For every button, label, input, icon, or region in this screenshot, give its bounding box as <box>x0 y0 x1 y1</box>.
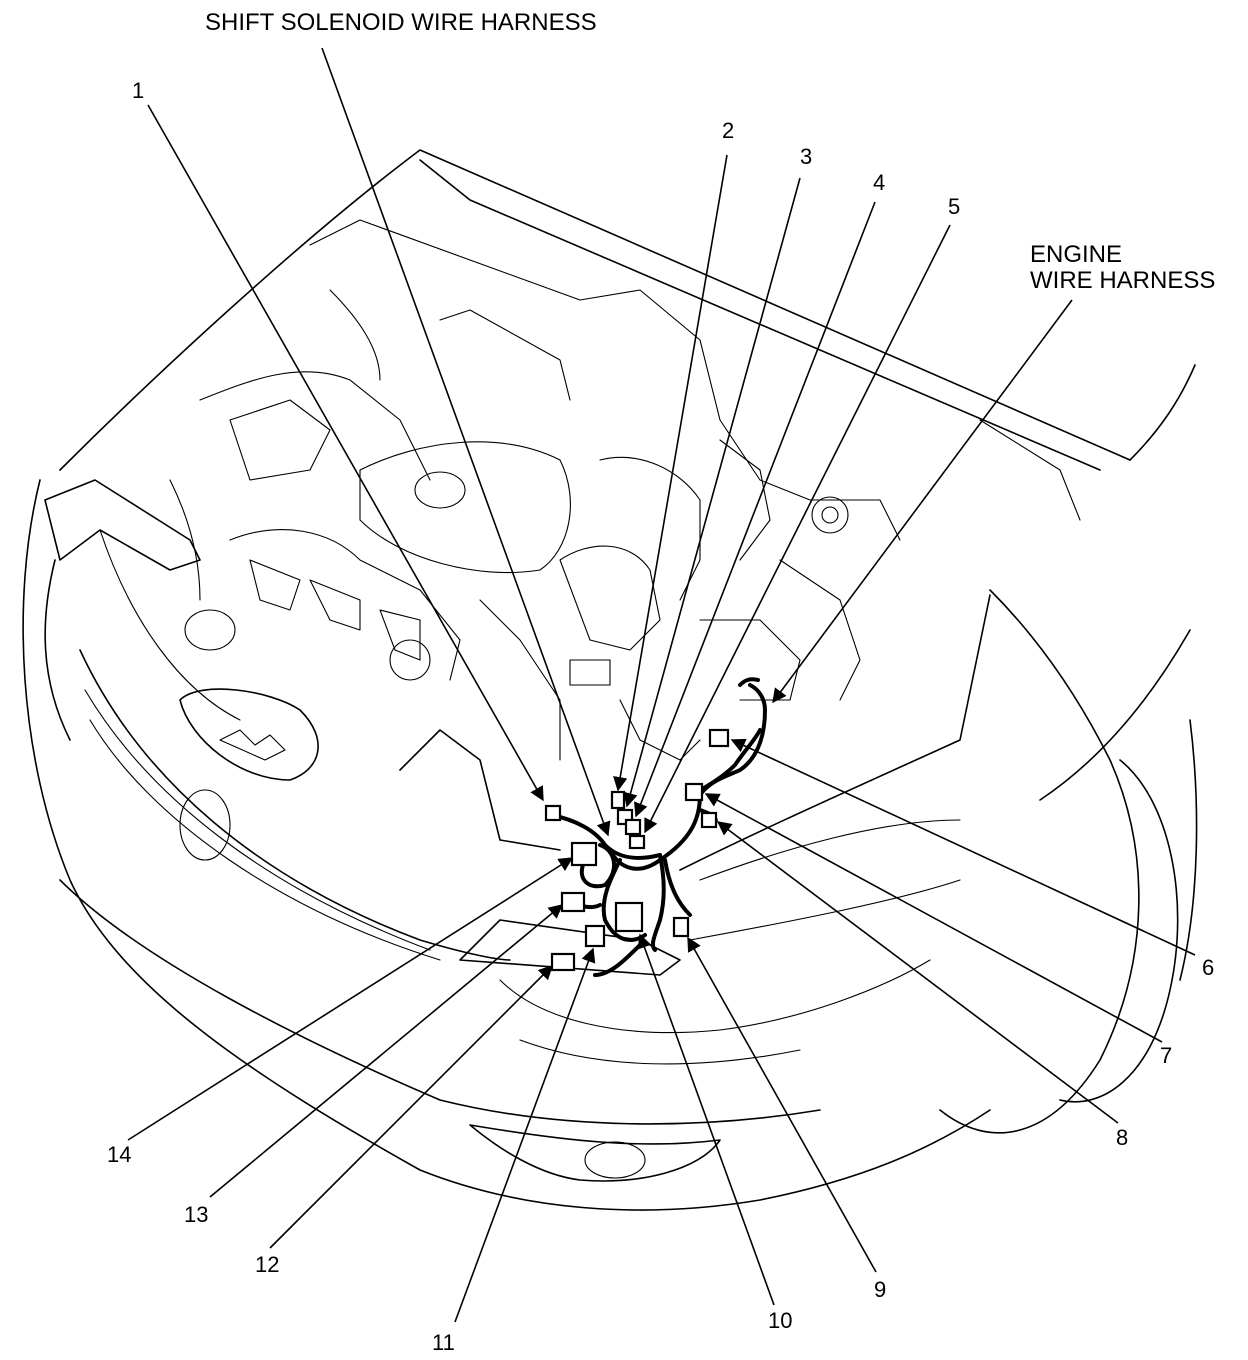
leader-6 <box>730 738 1196 956</box>
leader-2 <box>613 154 728 792</box>
callout-11: 11 <box>432 1330 455 1355</box>
leader-7 <box>704 793 1163 1043</box>
connector-10 <box>614 901 644 933</box>
callout-9: 9 <box>874 1277 886 1302</box>
leader-8 <box>716 821 1119 1124</box>
leader-13 <box>209 904 564 1198</box>
callout-5: 5 <box>948 194 960 219</box>
callout-6: 6 <box>1202 955 1214 980</box>
connector-5 <box>628 834 646 850</box>
leader-11 <box>454 947 596 1323</box>
callout-12: 12 <box>255 1252 279 1277</box>
leader-10 <box>637 933 775 1306</box>
callout-2: 2 <box>722 118 734 143</box>
labels: SHIFT SOLENOID WIRE HARNESS ENGINE WIRE … <box>107 9 1215 1355</box>
label-engine-line2: WIRE HARNESS <box>1030 267 1215 294</box>
connector-12 <box>550 952 576 972</box>
wire-harness <box>550 677 767 977</box>
callout-7: 7 <box>1160 1043 1172 1068</box>
leader-3 <box>623 177 801 808</box>
connector-4 <box>624 818 642 836</box>
leader-4 <box>633 201 876 818</box>
leader-5 <box>644 224 951 834</box>
callout-14: 14 <box>107 1142 131 1167</box>
callout-4: 4 <box>873 170 885 195</box>
label-engine-line1: ENGINE <box>1030 241 1122 268</box>
callout-13: 13 <box>184 1202 208 1227</box>
callout-1: 1 <box>132 78 144 103</box>
leader-12 <box>269 964 554 1249</box>
connectors <box>544 728 730 972</box>
leader-9 <box>687 936 877 1273</box>
connector-8 <box>700 811 718 829</box>
connector-7 <box>684 782 704 802</box>
leader-shift-solenoid <box>321 47 611 837</box>
leader-engine-harness <box>772 299 1073 704</box>
connector-14 <box>570 841 598 867</box>
callout-10: 10 <box>768 1308 792 1333</box>
connector-13 <box>560 891 586 913</box>
leader-1 <box>147 104 544 802</box>
connector-1 <box>544 804 562 822</box>
callout-8: 8 <box>1116 1125 1128 1150</box>
callout-3: 3 <box>800 144 812 169</box>
leader-lines <box>127 47 1196 1323</box>
leader-14 <box>127 857 574 1141</box>
connector-2 <box>610 790 626 810</box>
label-shift-solenoid-wire-harness: SHIFT SOLENOID WIRE HARNESS <box>205 9 597 36</box>
connector-6 <box>708 728 730 748</box>
car-body-outline <box>22 149 1198 1211</box>
connector-11 <box>584 924 606 948</box>
connector-9 <box>672 916 690 938</box>
engine-bay <box>169 219 1081 761</box>
